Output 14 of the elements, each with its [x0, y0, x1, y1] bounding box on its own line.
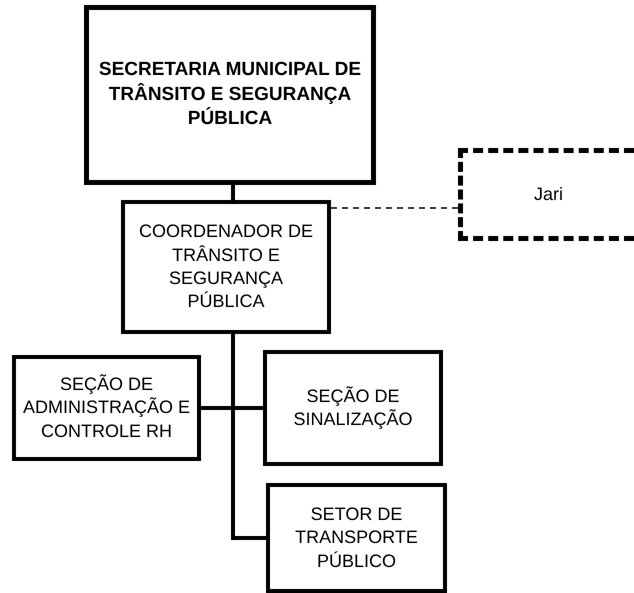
box-label: SECRETARIA MUNICIPAL DE TRÂNSITO E SEGURANÇA PÚBLICA [98, 58, 362, 132]
box-label: SEÇÃO DE SINALIZAÇÃO [292, 384, 414, 431]
box-label: SETOR DE TRANSPORTE PÚBLICO [294, 502, 419, 573]
org-box [12, 355, 201, 461]
org-box [121, 200, 331, 334]
org-box [266, 483, 447, 593]
box-label: Jari [534, 182, 563, 206]
dashed-box [458, 148, 634, 241]
org-box [263, 350, 443, 466]
connector-line [231, 185, 235, 200]
box-label: SEÇÃO DE ADMINISTRAÇÃO E CONTROLE RH [22, 372, 192, 443]
dashed-connector [331, 207, 458, 209]
box-label: COORDENADOR DE TRÂNSITO E SEGURANÇA PÚBLICA [138, 220, 314, 314]
org-box [84, 5, 376, 185]
